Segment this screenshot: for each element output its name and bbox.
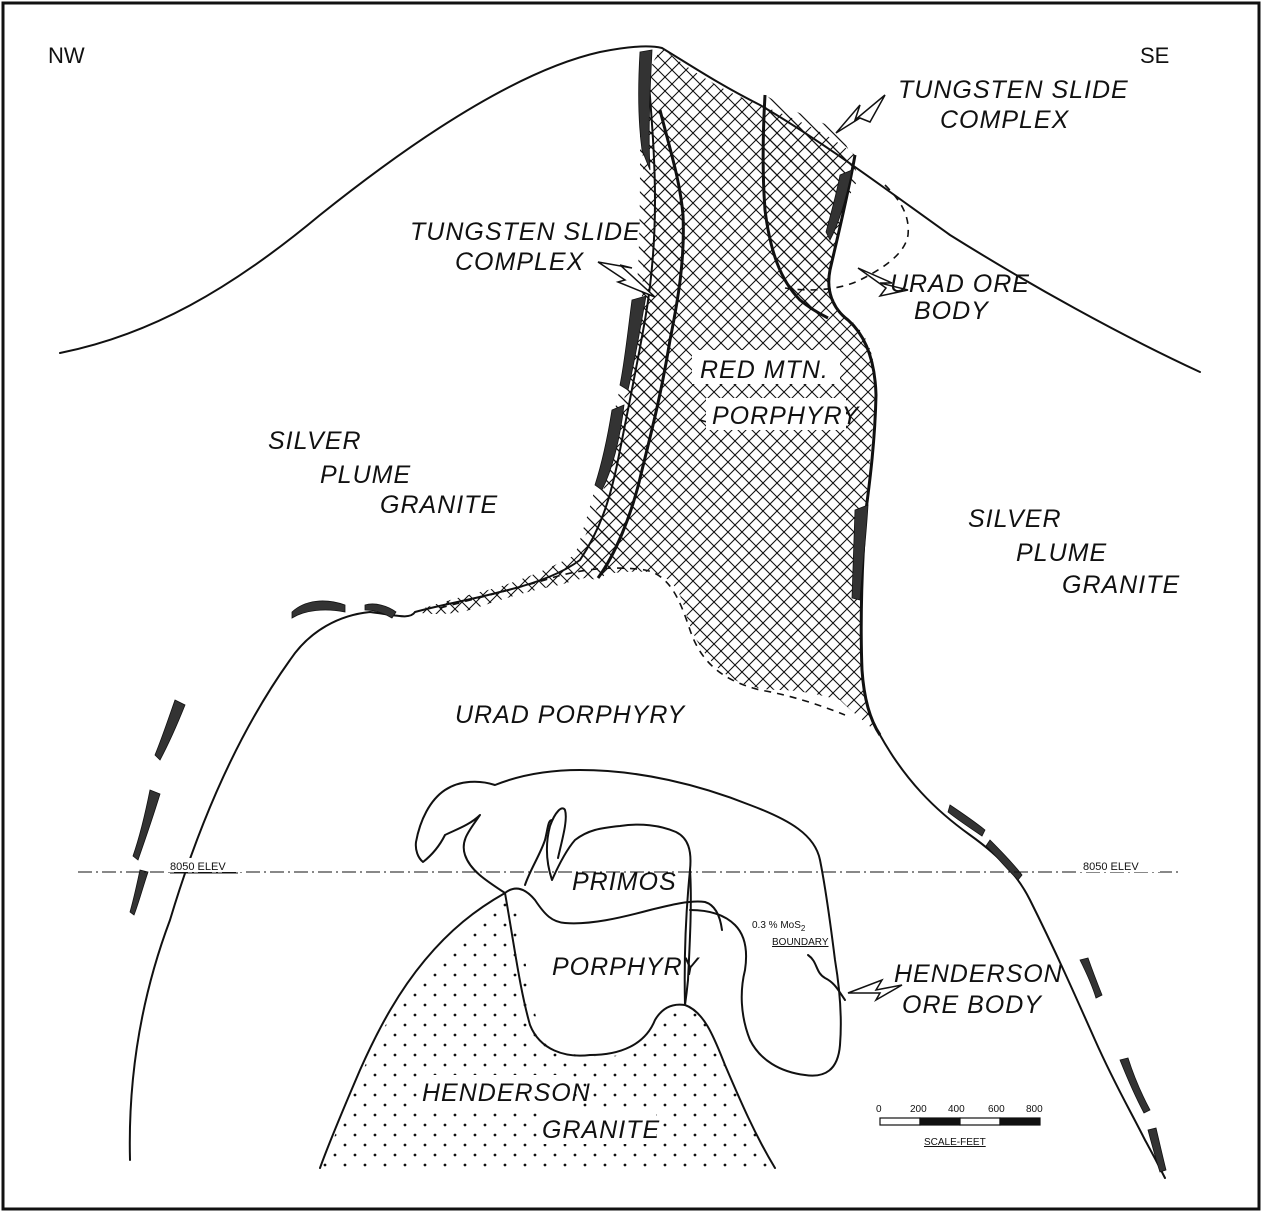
wall-sliver-9 — [133, 790, 160, 860]
arrow-tungsten-right — [836, 95, 885, 133]
label-silver-left-line3: GRANITE — [380, 491, 498, 519]
label-tungsten-left-line2: COMPLEX — [455, 248, 585, 276]
label-primos-line2: PORPHYRY — [552, 953, 701, 981]
figure-frame — [3, 3, 1259, 1209]
label-urad-ore-line2: BODY — [914, 297, 990, 325]
wall-sliver-14 — [1120, 1058, 1150, 1113]
wall-sliver-7 — [365, 604, 396, 618]
orientation-se: SE — [1140, 43, 1169, 68]
label-red-mtn-line1: RED MTN. — [700, 356, 829, 384]
label-mos2-line2: BOUNDARY — [772, 937, 829, 948]
label-henderson-ore-line1: HENDERSON — [894, 960, 1063, 988]
wall-sliver-5 — [852, 505, 868, 600]
wall-sliver-13 — [1080, 958, 1102, 998]
scale-segment-4 — [1000, 1118, 1040, 1125]
orientation-nw: NW — [48, 43, 85, 68]
label-silver-right-line3: GRANITE — [1062, 571, 1180, 599]
wall-sliver-12 — [986, 840, 1022, 880]
mos2-boundary-line — [808, 955, 845, 1000]
label-mos2-line1: 0.3 % MoS2 — [752, 920, 806, 933]
label-urad-porphyry: URAD PORPHYRY — [455, 701, 686, 729]
label-red-mtn-line2: PORPHYRY — [712, 402, 861, 430]
label-silver-left-line1: SILVER — [268, 427, 362, 455]
label-silver-right-line1: SILVER — [968, 505, 1062, 533]
label-tungsten-left-line1: TUNGSTEN SLIDE — [410, 218, 641, 246]
scale-tick-400: 400 — [948, 1104, 965, 1115]
label-primos-line1: PRIMOS — [572, 868, 677, 896]
scale-segment-3 — [960, 1118, 1000, 1125]
label-urad-ore-line1: URAD ORE — [890, 270, 1030, 298]
scale-segment-2 — [920, 1118, 960, 1125]
wall-sliver-6 — [292, 601, 345, 618]
scale-bar: 0 200 400 600 800 SCALE-FEET — [876, 1104, 1043, 1148]
label-tungsten-right-line1: TUNGSTEN SLIDE — [898, 76, 1129, 104]
label-henderson-granite-line2: GRANITE — [542, 1116, 660, 1144]
wall-sliver-8 — [155, 700, 185, 760]
mos2-subscript: 2 — [801, 924, 806, 933]
scale-segment-1 — [880, 1118, 920, 1125]
label-tungsten-right-line2: COMPLEX — [940, 106, 1070, 134]
label-silver-right-line2: PLUME — [1016, 539, 1107, 567]
label-henderson-ore-line2: ORE BODY — [902, 991, 1043, 1019]
scale-tick-600: 600 — [988, 1104, 1005, 1115]
scale-caption: SCALE-FEET — [924, 1137, 986, 1148]
scale-tick-200: 200 — [910, 1104, 927, 1115]
mos2-text: 0.3 % MoS — [752, 920, 801, 931]
scale-tick-0: 0 — [876, 1104, 882, 1115]
wall-sliver-10 — [130, 870, 148, 915]
label-silver-left-line2: PLUME — [320, 461, 411, 489]
label-elev-left: 8050 ELEV — [170, 861, 226, 873]
scale-tick-800: 800 — [1026, 1104, 1043, 1115]
label-elev-right: 8050 ELEV — [1083, 861, 1139, 873]
label-henderson-granite-line1: HENDERSON — [422, 1079, 591, 1107]
